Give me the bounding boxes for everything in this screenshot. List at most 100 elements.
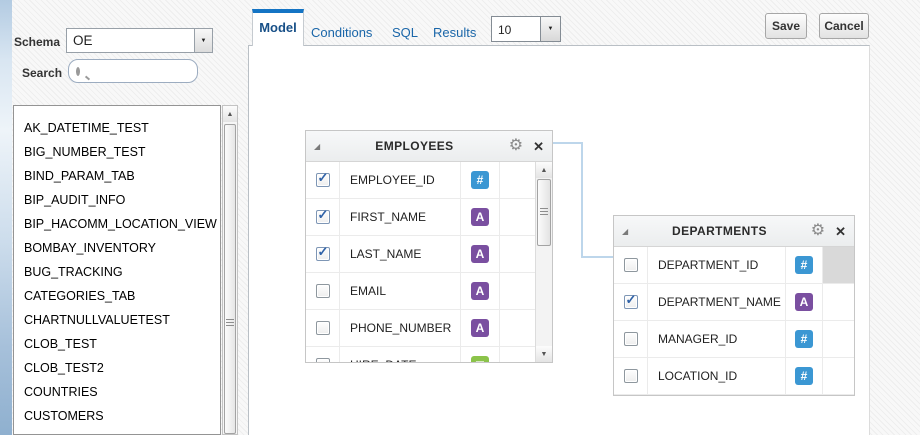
column-name: DEPARTMENT_NAME — [647, 284, 785, 320]
column-row: PHONE_NUMBER A — [306, 310, 552, 347]
column-checkbox[interactable] — [315, 244, 330, 261]
scrollbar-thumb[interactable] — [224, 124, 236, 434]
row-spacer — [499, 199, 552, 235]
list-item[interactable]: AK_DATETIME_TEST — [24, 121, 149, 135]
table-list[interactable]: AK_DATETIME_TEST BIG_NUMBER_TEST BIND_PA… — [13, 105, 221, 435]
list-item[interactable]: BIP_AUDIT_INFO — [24, 193, 126, 207]
thumb-grip — [226, 319, 234, 328]
card-title: DEPARTMENTS — [672, 224, 767, 238]
column-row: LAST_NAME A — [306, 236, 552, 273]
join-highlight-cell — [822, 247, 854, 283]
tab-results[interactable]: Results — [433, 25, 477, 40]
column-checkbox[interactable] — [315, 284, 330, 298]
number-type-icon: # — [471, 171, 489, 189]
column-name: LOCATION_ID — [647, 358, 785, 394]
scroll-up-icon[interactable]: ▲ — [223, 106, 237, 122]
column-checkbox[interactable] — [623, 332, 638, 346]
tab-conditions[interactable]: Conditions — [311, 25, 373, 40]
column-checkbox[interactable] — [623, 292, 638, 309]
list-item[interactable]: CHARTNULLVALUETEST — [24, 313, 170, 327]
save-button[interactable]: Save — [765, 13, 807, 39]
join-connector-segment — [581, 142, 583, 258]
row-spacer — [822, 358, 854, 394]
column-row: MANAGER_ID # — [614, 321, 854, 358]
list-item[interactable]: BIP_HACOMM_LOCATION_VIEW — [24, 217, 217, 231]
varchar-type-icon: A — [795, 293, 813, 311]
column-checkbox[interactable] — [315, 207, 330, 224]
list-item[interactable]: CATEGORIES_TAB — [24, 289, 136, 303]
thumb-grip — [540, 208, 548, 216]
varchar-type-icon: A — [471, 208, 489, 226]
scroll-down-icon[interactable]: ▼ — [536, 346, 552, 362]
card-body: EMPLOYEE_ID # FIRST_NAME A LAST_NAME A E… — [306, 162, 552, 362]
join-connector-segment — [581, 256, 613, 258]
column-name: LAST_NAME — [339, 236, 460, 272]
collapse-icon[interactable]: ◢ — [622, 226, 629, 236]
column-checkbox[interactable] — [315, 358, 330, 362]
list-item[interactable]: CUSTOMERS — [24, 409, 104, 423]
collapse-icon[interactable]: ◢ — [314, 141, 321, 151]
list-item[interactable]: BUG_TRACKING — [24, 265, 123, 279]
list-item[interactable]: BOMBAY_INVENTORY — [24, 241, 156, 255]
chevron-down-icon: ▼ — [547, 26, 554, 32]
column-checkbox[interactable] — [623, 258, 638, 272]
varchar-type-icon: A — [471, 282, 489, 300]
card-header: ◢ DEPARTMENTS ⚙ ✕ — [614, 216, 854, 247]
search-input[interactable] — [80, 60, 240, 82]
schema-label: Schema — [14, 35, 61, 49]
close-icon[interactable]: ✕ — [835, 223, 846, 239]
column-checkbox[interactable] — [623, 369, 638, 383]
column-name: FIRST_NAME — [339, 199, 460, 235]
card-scrollbar[interactable]: ▲ ▼ — [535, 162, 552, 362]
join-connector-segment — [553, 142, 583, 144]
sidebar-scrollbar[interactable]: ▲ — [222, 105, 238, 435]
search-icon — [76, 66, 80, 76]
scrollbar-thumb[interactable] — [537, 179, 551, 246]
rows-per-page-select[interactable]: 10 — [491, 16, 541, 42]
date-type-icon: ▦ — [471, 356, 489, 362]
list-item[interactable]: BIG_NUMBER_TEST — [24, 145, 146, 159]
list-item[interactable]: COUNTRIES — [24, 385, 98, 399]
column-name: DEPARTMENT_ID — [647, 247, 785, 283]
column-row: DEPARTMENT_NAME A — [614, 284, 854, 321]
row-spacer — [499, 347, 552, 362]
column-row: LOCATION_ID # — [614, 358, 854, 395]
row-spacer — [499, 162, 552, 198]
gear-icon[interactable]: ⚙ — [508, 137, 524, 154]
list-item[interactable]: BIND_PARAM_TAB — [24, 169, 135, 183]
column-row: EMPLOYEE_ID # — [306, 162, 552, 199]
column-name: EMPLOYEE_ID — [339, 162, 460, 198]
rows-dropdown-button[interactable]: ▼ — [540, 16, 561, 42]
list-item[interactable]: CLOB_TEST2 — [24, 361, 104, 375]
search-box[interactable] — [68, 59, 240, 83]
row-spacer — [499, 273, 552, 309]
schema-dropdown-button[interactable]: ▼ — [194, 29, 212, 52]
gear-icon[interactable]: ⚙ — [810, 222, 826, 239]
schema-select[interactable]: OE ▼ — [66, 28, 213, 53]
scroll-up-icon[interactable]: ▲ — [536, 162, 552, 178]
schema-select-value: OE — [73, 33, 93, 48]
column-name: MANAGER_ID — [647, 321, 785, 357]
list-item[interactable]: CLOB_TEST — [24, 337, 97, 351]
column-checkbox[interactable] — [315, 170, 330, 187]
table-card-employees: ◢ EMPLOYEES ⚙ ✕ EMPLOYEE_ID # FIRST_NAME… — [305, 130, 553, 363]
card-title: EMPLOYEES — [375, 139, 454, 153]
card-header: ◢ EMPLOYEES ⚙ ✕ — [306, 131, 552, 162]
cancel-button[interactable]: Cancel — [819, 13, 869, 39]
number-type-icon: # — [795, 367, 813, 385]
column-row: FIRST_NAME A — [306, 199, 552, 236]
varchar-type-icon: A — [471, 245, 489, 263]
column-name: EMAIL — [339, 273, 460, 309]
varchar-type-icon: A — [471, 319, 489, 337]
tab-sql[interactable]: SQL — [392, 25, 419, 40]
column-row: DEPARTMENT_ID # — [614, 247, 854, 284]
column-checkbox[interactable] — [315, 321, 330, 335]
row-spacer — [822, 321, 854, 357]
left-gradient-strip — [0, 0, 12, 435]
chevron-down-icon: ▼ — [200, 37, 207, 44]
tab-model[interactable]: Model — [252, 9, 304, 46]
number-type-icon: # — [795, 256, 813, 274]
number-type-icon: # — [795, 330, 813, 348]
close-icon[interactable]: ✕ — [533, 138, 544, 154]
